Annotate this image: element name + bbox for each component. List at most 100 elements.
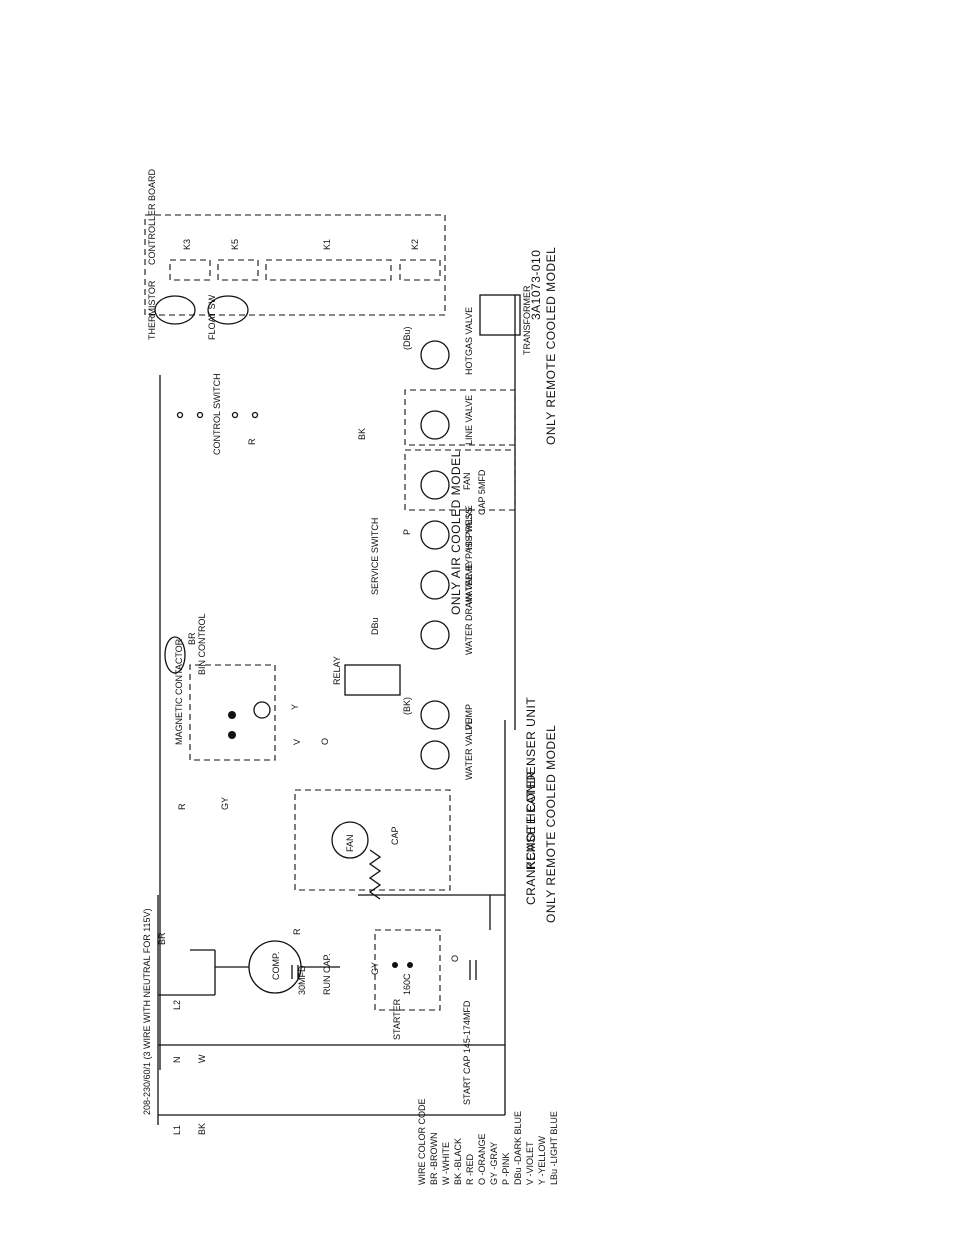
comp-label: COMP.	[271, 952, 281, 980]
bk-wire-label: BK	[197, 1123, 207, 1135]
only-air-callout: ONLY AIR COOLED MODEL	[449, 450, 463, 615]
legend-item-gy: GY -GRAY	[489, 1142, 499, 1185]
o-wire-label-cap: O	[450, 955, 460, 962]
legend-item-p: P -PINK	[501, 1153, 511, 1185]
o-wire-label: O	[320, 738, 330, 745]
power-supply: 208-230/60/1 (3 WIRE WITH NEUTRAL FOR 11…	[142, 895, 505, 1135]
legend-item-y: Y -YELLOW	[537, 1136, 547, 1185]
pump-symbol	[420, 700, 450, 730]
controller-board: CONTROLLER BOARD K3 K5 K1 K2 THERMISTOR …	[144, 168, 446, 340]
k3-label: K3	[182, 239, 192, 250]
legend-item-v: V -VIOLET	[525, 1141, 535, 1185]
thermistor-symbol	[154, 295, 196, 325]
pump-label: PUMP	[464, 704, 474, 730]
condenser-cap-label: CAP	[390, 826, 400, 845]
wire-color-legend: WIRE COLOR CODE BR -BROWN W -WHITE BK -B…	[417, 1098, 559, 1185]
legend-item-o: O -ORANGE	[477, 1133, 487, 1185]
legend-item-dbu: DBu -DARK BLUE	[513, 1111, 523, 1185]
transformer-symbol	[479, 294, 521, 336]
bin-control-label: BIN CONTROL	[197, 613, 207, 675]
remote-condenser-box	[294, 789, 451, 891]
hi-press-symbol	[420, 520, 450, 550]
starter-box	[374, 929, 441, 1011]
k2-label: K2	[410, 239, 420, 250]
bin-control-symbol	[164, 636, 186, 674]
crankcase-group: FAN CAP R GY CRANKCASE HEATER ONLY REMOT…	[177, 697, 558, 923]
line-valve-box	[404, 389, 516, 446]
magnetic-contactor: MAGNETIC CONTACTOR V	[174, 638, 302, 761]
cap-5mfd-label: CAP 5MFD	[477, 469, 487, 515]
relay-label: RELAY	[332, 656, 342, 685]
pump-bk-label: (BK)	[402, 697, 412, 715]
bin-control: BIN CONTROL BR	[159, 375, 207, 1070]
legend-item-br: BR -BROWN	[429, 1133, 439, 1186]
drawing-number: 3A1073-010	[529, 250, 543, 320]
compressor-group: COMP. 30MFD RUN CAP. STARTER 160C START …	[215, 895, 506, 1115]
water-bypass-valve-symbol	[420, 570, 450, 600]
controller-board-label: CONTROLLER BOARD	[147, 168, 157, 265]
control-switch: CONTROL SWITCH R	[176, 373, 259, 455]
dbu-wire-label: DBu	[370, 617, 380, 635]
float-sw-label: FLOAT SW	[207, 294, 217, 340]
legend-item-w: W -WHITE	[441, 1142, 451, 1185]
gy-wire-label-starter: GY	[370, 962, 380, 975]
n-label: N	[172, 1057, 182, 1064]
gy-wire-label-left: GY	[220, 797, 230, 810]
k3-connector	[169, 259, 211, 281]
v-wire-label: V	[292, 739, 302, 745]
k2-connector	[399, 259, 441, 281]
hotgas-valve-symbol	[420, 340, 450, 370]
legend-item-lbu: LBu -LIGHT BLUE	[549, 1111, 559, 1185]
line-valve-label: LINE VALVE	[464, 395, 474, 445]
magnetic-contactor-label: MAGNETIC CONTACTOR	[174, 638, 184, 745]
hotgas-dbu-label: (DBu)	[402, 326, 412, 350]
hi-press-label: HI-PRESS.	[464, 505, 474, 550]
fan-label: FAN	[462, 472, 472, 490]
start-cap-label: START CAP 145-174MFD	[462, 1000, 472, 1105]
k5-label: K5	[230, 239, 240, 250]
water-drain-valve-symbol	[420, 620, 450, 650]
legend-title: WIRE COLOR CODE	[417, 1098, 427, 1185]
controller-board-box	[144, 214, 446, 316]
condenser-fan-symbol	[331, 821, 369, 859]
float-switch-symbol	[207, 295, 249, 325]
contactor-coil-symbol	[253, 701, 271, 719]
crankcase-callout: CRANKCASE HEATER	[524, 771, 538, 905]
water-drain-valve-label: WATER DRAIN VALVE	[464, 563, 474, 655]
only-remote-callout-1: ONLY REMOTE COOLED MODEL	[544, 247, 558, 445]
r-wire-label-switch: R	[247, 438, 257, 445]
l1-label: L1	[172, 1125, 182, 1135]
only-remote-callout-2: ONLY REMOTE COOLED MODEL	[544, 725, 558, 923]
thermistor-label: THERMISTOR	[147, 280, 157, 340]
relay-box	[344, 664, 401, 696]
crankcase-heater-symbol	[368, 849, 382, 900]
legend-item-r: R -RED	[465, 1154, 475, 1185]
transformer-label: TRANSFORMER	[522, 285, 532, 355]
br-wire-label-bin: BR	[187, 632, 197, 645]
fan-motor-symbol	[420, 470, 450, 500]
condenser-fan-label: FAN	[345, 834, 355, 852]
legend-item-bk: BK -BLACK	[453, 1138, 463, 1185]
w-wire-label: W	[197, 1054, 207, 1063]
k5-connector	[217, 259, 259, 281]
y-wire-label: Y	[290, 704, 300, 710]
remote-condenser-callout: REMOTE CONDENSER UNIT	[524, 697, 538, 870]
run-cap-value: 30MFD	[297, 965, 307, 995]
l2-label: L2	[172, 1000, 182, 1010]
supply-label: 208-230/60/1 (3 WIRE WITH NEUTRAL FOR 11…	[142, 908, 152, 1115]
r-wire-label-comp: R	[292, 928, 302, 935]
p-wire-label: P	[402, 529, 412, 535]
starter-label: STARTER	[392, 998, 402, 1040]
r-wire-label-left: R	[177, 803, 187, 810]
br-wire-label-l2: BR	[157, 932, 167, 945]
service-switch-label: SERVICE SWITCH	[370, 518, 380, 595]
line-valve-symbol	[420, 410, 450, 440]
loads: WATER VALVE PUMP (BK) RELAY WATER DRAIN …	[290, 247, 558, 780]
hotgas-valve-label: HOTGAS VALVE	[464, 307, 474, 375]
k1-connector	[265, 259, 392, 281]
starter-value: 160C	[402, 973, 412, 995]
bk-wire-label-right: BK	[357, 428, 367, 440]
run-cap-label: RUN CAP.	[322, 953, 332, 995]
